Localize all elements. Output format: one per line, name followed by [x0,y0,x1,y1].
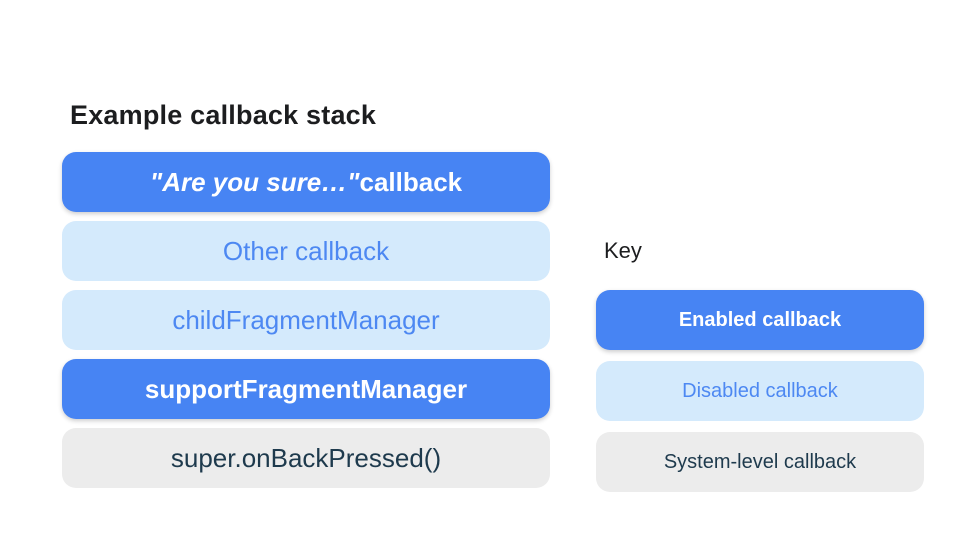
key-item-label: Disabled callback [682,380,838,402]
stack-bar-support-fragment-manager: supportFragmentManager [62,359,550,419]
stack-bar-label-italic: "Are you sure…" [149,167,360,197]
diagram-title: Example callback stack [70,100,377,130]
key-item-label: Enabled callback [678,309,842,331]
key-legend: Enabled callback Disabled callback Syste… [596,290,924,492]
stack-bar-label: super.onBackPressed() [170,443,442,473]
key-item-system-level-callback: System-level callback [596,432,924,492]
stack-bar-other-callback: Other callback [62,221,550,281]
stack-bar-super-onbackpressed: super.onBackPressed() [62,428,550,488]
key-item-enabled-callback: Enabled callback [596,290,924,350]
stack-bar-are-you-sure-callback: "Are you sure…" callback [62,152,550,212]
callback-stack: "Are you sure…" callback Other callback … [62,152,550,488]
stack-bar-label: childFragmentManager [172,305,440,335]
key-title: Key [604,238,642,263]
stack-bar-label: Other callback [222,236,390,266]
stack-bar-label: supportFragmentManager [144,374,468,404]
key-item-label: System-level callback [663,451,857,473]
stack-bar-child-fragment-manager: childFragmentManager [62,290,550,350]
stack-bar-label: callback [359,167,463,197]
key-item-disabled-callback: Disabled callback [596,361,924,421]
